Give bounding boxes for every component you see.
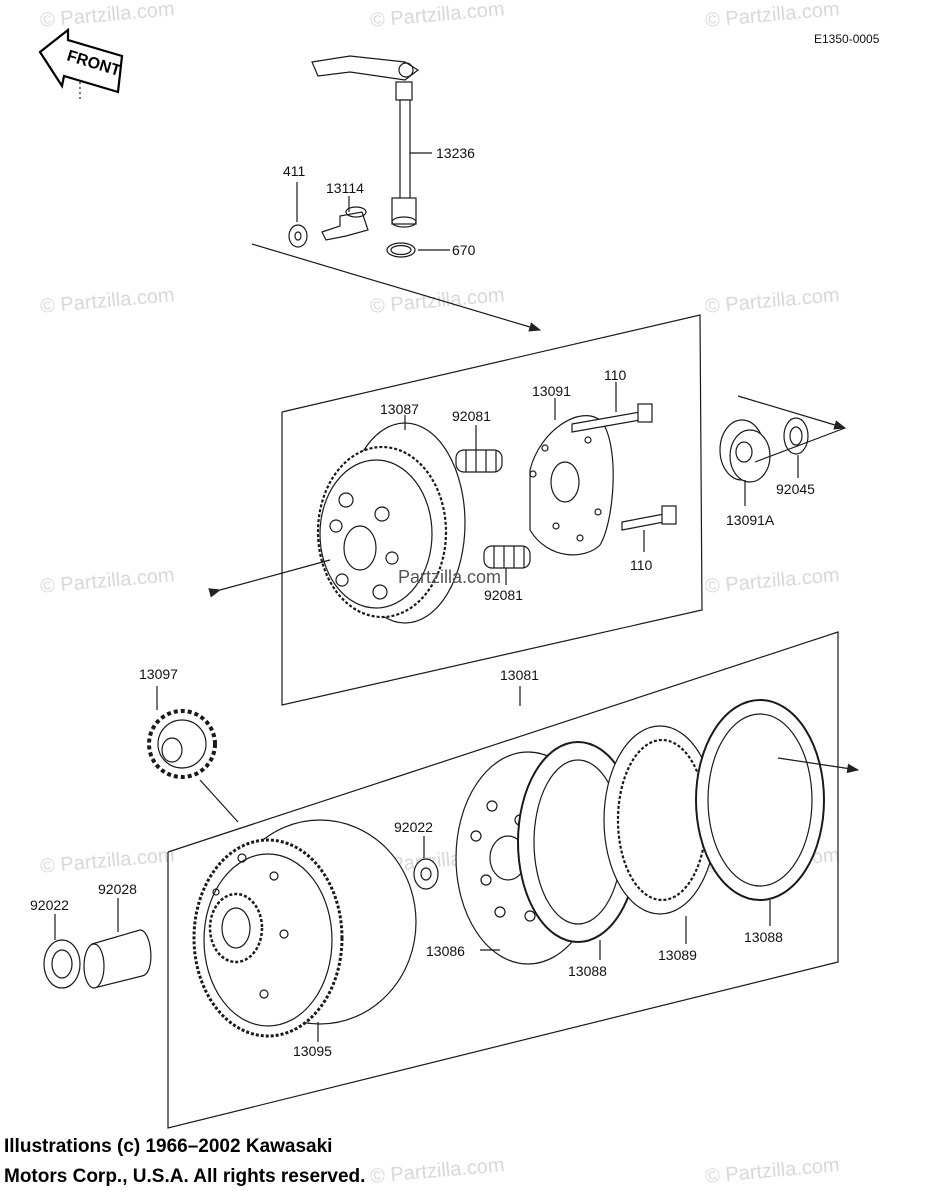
washer-92022-left <box>43 939 81 989</box>
copyright-line-1: Illustrations (c) 1966–2002 Kawasaki <box>4 1136 333 1157</box>
part-label-13236: 13236 <box>436 145 475 161</box>
clutch-hub-13087 <box>316 422 466 624</box>
part-label-92045: 92045 <box>776 481 815 497</box>
part-label-13089: 13089 <box>658 947 697 963</box>
part-label-13086: 13086 <box>426 943 465 959</box>
bolt-110-upper <box>571 403 653 433</box>
part-label-13114: 13114 <box>326 180 364 196</box>
part-label-110-lower: 110 <box>630 557 653 573</box>
bearing-92045 <box>783 417 809 455</box>
part-label-670: 670 <box>452 242 476 258</box>
gear-13097 <box>147 709 217 779</box>
part-label-92022-right: 92022 <box>394 819 433 835</box>
copyright-line-2: Motors Corp., U.S.A. All rights reserved… <box>4 1166 366 1187</box>
bolt-110-lower <box>621 505 677 531</box>
o-ring-670 <box>386 242 416 258</box>
collar-92028 <box>83 929 152 989</box>
washer-92022-right <box>413 858 439 890</box>
clutch-housing-13095 <box>192 819 417 1038</box>
part-label-92028: 92028 <box>98 881 137 897</box>
part-label-13088-right: 13088 <box>744 929 783 945</box>
part-label-411: 411 <box>283 163 306 179</box>
pin-13114 <box>321 206 369 241</box>
washer-411 <box>288 224 308 248</box>
front-arrow-icon <box>38 27 124 102</box>
part-label-13087: 13087 <box>380 401 419 417</box>
part-label-13081: 13081 <box>500 667 539 683</box>
part-label-13088-middle: 13088 <box>568 963 607 979</box>
part-label-13091A: 13091A <box>726 512 775 528</box>
friction-plate-13088-b <box>695 699 825 901</box>
part-label-13097: 13097 <box>139 666 178 682</box>
diagram-code: E1350-0005 <box>814 32 880 46</box>
part-label-92081-lower: 92081 <box>484 587 523 603</box>
spring-92081-upper <box>455 449 503 473</box>
part-label-110-upper: 110 <box>604 367 627 383</box>
pusher-13091A <box>719 419 771 483</box>
clutch-release-shaft <box>311 55 420 228</box>
spring-92081-lower <box>483 545 531 569</box>
part-label-13091: 13091 <box>532 383 571 399</box>
part-label-92022-left: 92022 <box>30 897 69 913</box>
center-watermark: Partzilla.com <box>398 567 502 587</box>
part-label-92081-upper: 92081 <box>452 408 491 424</box>
pressure-plate-13091 <box>529 415 614 556</box>
part-label-13095: 13095 <box>293 1043 332 1059</box>
